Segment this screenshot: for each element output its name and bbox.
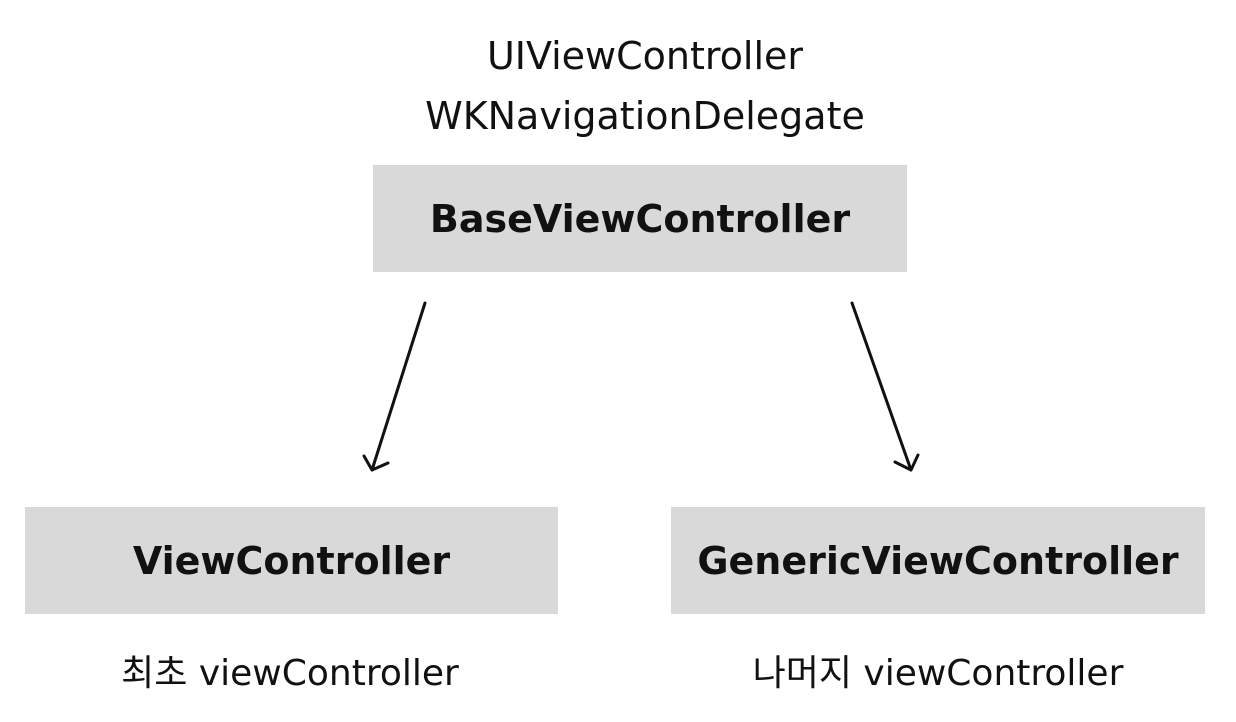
base-view-controller-label: BaseViewController — [429, 196, 851, 241]
generic-view-controller-caption: 나머지 viewController — [752, 653, 1124, 694]
view-controller-box: ViewController — [25, 507, 558, 614]
arrow-to-view-controller — [362, 301, 427, 472]
view-controller-label: ViewController — [132, 538, 451, 583]
view-controller-caption: 최초 viewController — [121, 653, 459, 694]
protocol-label-wknavigationdelegate: WKNavigationDelegate — [425, 94, 865, 138]
arrowhead-left — [362, 454, 390, 472]
arrowhead-right — [893, 453, 920, 472]
generic-view-controller-label: GenericViewController — [697, 538, 1179, 583]
generic-view-controller-box: GenericViewController — [671, 507, 1205, 614]
base-view-controller-box: BaseViewController — [373, 165, 907, 272]
protocol-label-uiviewcontroller: UIViewController — [486, 34, 804, 78]
arrow-to-generic-view-controller — [850, 301, 920, 472]
arrow-shaft-left — [370, 301, 427, 472]
arrow-shaft-right — [850, 301, 913, 472]
